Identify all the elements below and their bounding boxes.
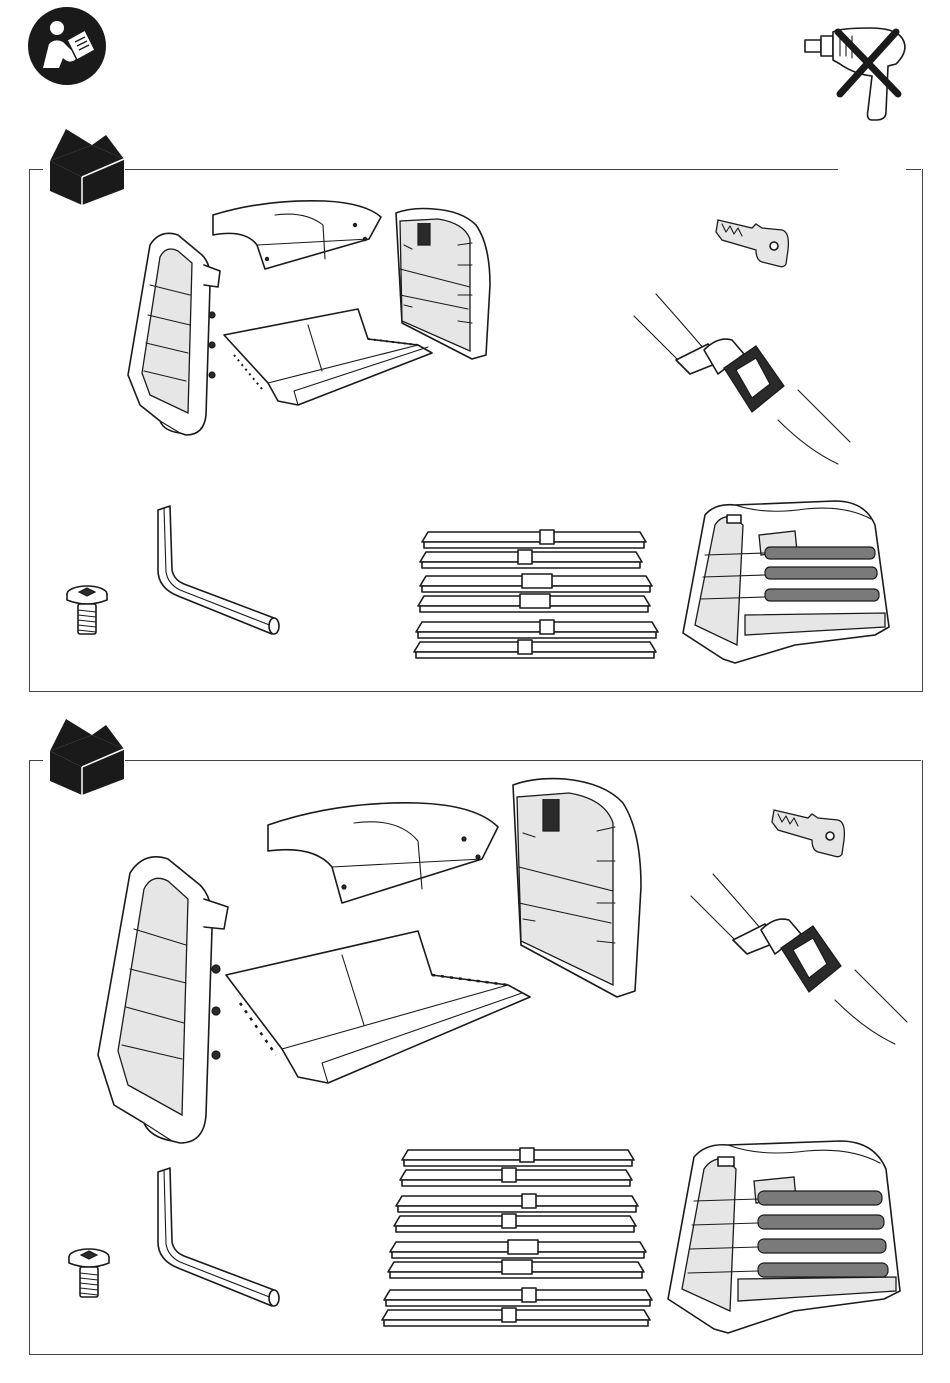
bar [416, 620, 658, 638]
strap-with-buckle [628, 290, 858, 470]
bar [414, 640, 656, 658]
bar [394, 1214, 636, 1232]
roof-panel [258, 795, 503, 910]
bar [422, 530, 646, 548]
bar [384, 1288, 652, 1306]
floor-panel [218, 925, 538, 1090]
assembled-crate [675, 495, 895, 670]
read-manual-icon [27, 6, 107, 86]
bar [382, 1308, 650, 1326]
bar-set [378, 1142, 663, 1332]
key [712, 210, 792, 270]
roof-panel [205, 195, 385, 275]
bar [420, 550, 642, 568]
assembled-crate [660, 1135, 905, 1340]
bar [402, 1148, 634, 1166]
screw [64, 582, 110, 638]
hex-key [150, 500, 285, 640]
bar [388, 1260, 644, 1278]
bar [420, 574, 652, 592]
hex-key [150, 1162, 285, 1312]
no-power-drill-icon [800, 24, 920, 124]
key [768, 800, 848, 860]
bar [418, 594, 650, 612]
bar [390, 1240, 646, 1258]
strap-with-buckle [685, 870, 915, 1050]
bar-set [410, 522, 665, 662]
floor-panel [218, 305, 440, 410]
bar [400, 1168, 632, 1186]
screw [66, 1245, 112, 1301]
bar [396, 1194, 638, 1212]
